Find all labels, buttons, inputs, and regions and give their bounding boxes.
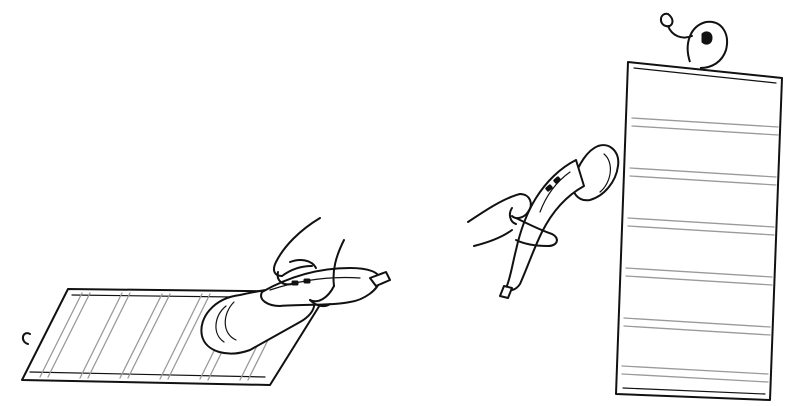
vertical-steaming-panel bbox=[468, 14, 782, 400]
steamer-horizontal bbox=[201, 268, 390, 354]
hanging-garment bbox=[616, 62, 782, 400]
horizontal-steaming-panel bbox=[22, 218, 390, 385]
hanger-hook bbox=[661, 14, 727, 68]
steamer-vertical bbox=[500, 145, 618, 298]
